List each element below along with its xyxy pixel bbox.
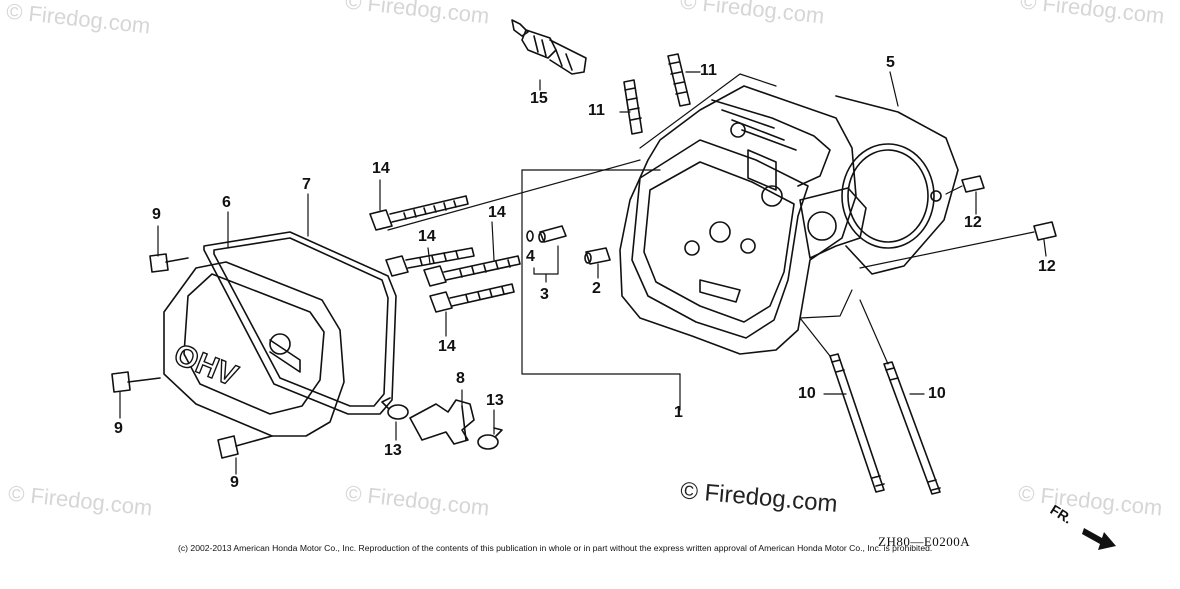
cylinder-head-gasket[interactable] (835, 95, 959, 275)
head-bolt[interactable] (369, 195, 469, 231)
callout-5: 5 (886, 54, 895, 71)
dowel-pin[interactable] (584, 247, 611, 265)
callout-9: 9 (114, 420, 123, 437)
svg-text:OHV: OHV (169, 338, 242, 393)
cover-bolt[interactable] (111, 371, 161, 393)
callout-6: 6 (222, 194, 231, 211)
head-bolt[interactable] (423, 255, 521, 287)
callout-9: 9 (230, 474, 239, 491)
cover-bolt[interactable] (217, 435, 273, 459)
valve-cover-gasket[interactable] (203, 231, 397, 415)
diagram-code: ZH80—E0200A (878, 534, 971, 549)
head-bolt[interactable] (385, 247, 475, 277)
callout-14: 14 (438, 338, 456, 355)
callout-14: 14 (372, 160, 390, 177)
spark-plug[interactable] (511, 19, 587, 75)
o-ring[interactable] (526, 230, 534, 242)
callout-3: 3 (540, 286, 549, 303)
head-bolt[interactable] (429, 283, 515, 313)
callout-12: 12 (1038, 258, 1056, 275)
callout-14: 14 (488, 204, 506, 221)
cylinder-head[interactable] (619, 85, 867, 355)
callout-13: 13 (384, 442, 402, 459)
dowel-pin[interactable] (538, 225, 567, 243)
callout-9: 9 (152, 206, 161, 223)
front-direction-arrow (1082, 528, 1116, 550)
callout-11: 11 (700, 62, 717, 79)
copyright-notice: (c) 2002-2013 American Honda Motor Co., … (178, 543, 933, 553)
callout-7: 7 (302, 176, 311, 193)
long-stud[interactable] (829, 353, 885, 493)
dowel-collar[interactable] (1033, 221, 1057, 241)
callout-11: 11 (588, 102, 605, 119)
dowel-collar[interactable] (961, 175, 985, 193)
callout-4: 4 (526, 248, 535, 265)
stud-bolt[interactable] (623, 79, 643, 135)
breather-tube[interactable] (409, 399, 475, 445)
callout-14: 14 (418, 228, 436, 245)
callout-13: 13 (486, 392, 504, 409)
callout-12: 12 (964, 214, 982, 231)
callout-8: 8 (456, 370, 465, 387)
valve-cover[interactable] (163, 261, 345, 437)
callout-10: 10 (928, 385, 946, 402)
callout-1: 1 (674, 404, 683, 421)
stud-bolt[interactable] (667, 53, 691, 107)
callout-10: 10 (798, 385, 816, 402)
hose-clip[interactable] (477, 427, 503, 450)
ohv-emboss: OHV (169, 337, 243, 393)
callout-2: 2 (592, 280, 601, 297)
hose-clip[interactable] (381, 397, 409, 420)
cover-bolt[interactable] (149, 253, 189, 273)
callout-15: 15 (530, 90, 548, 107)
long-stud[interactable] (883, 361, 941, 495)
